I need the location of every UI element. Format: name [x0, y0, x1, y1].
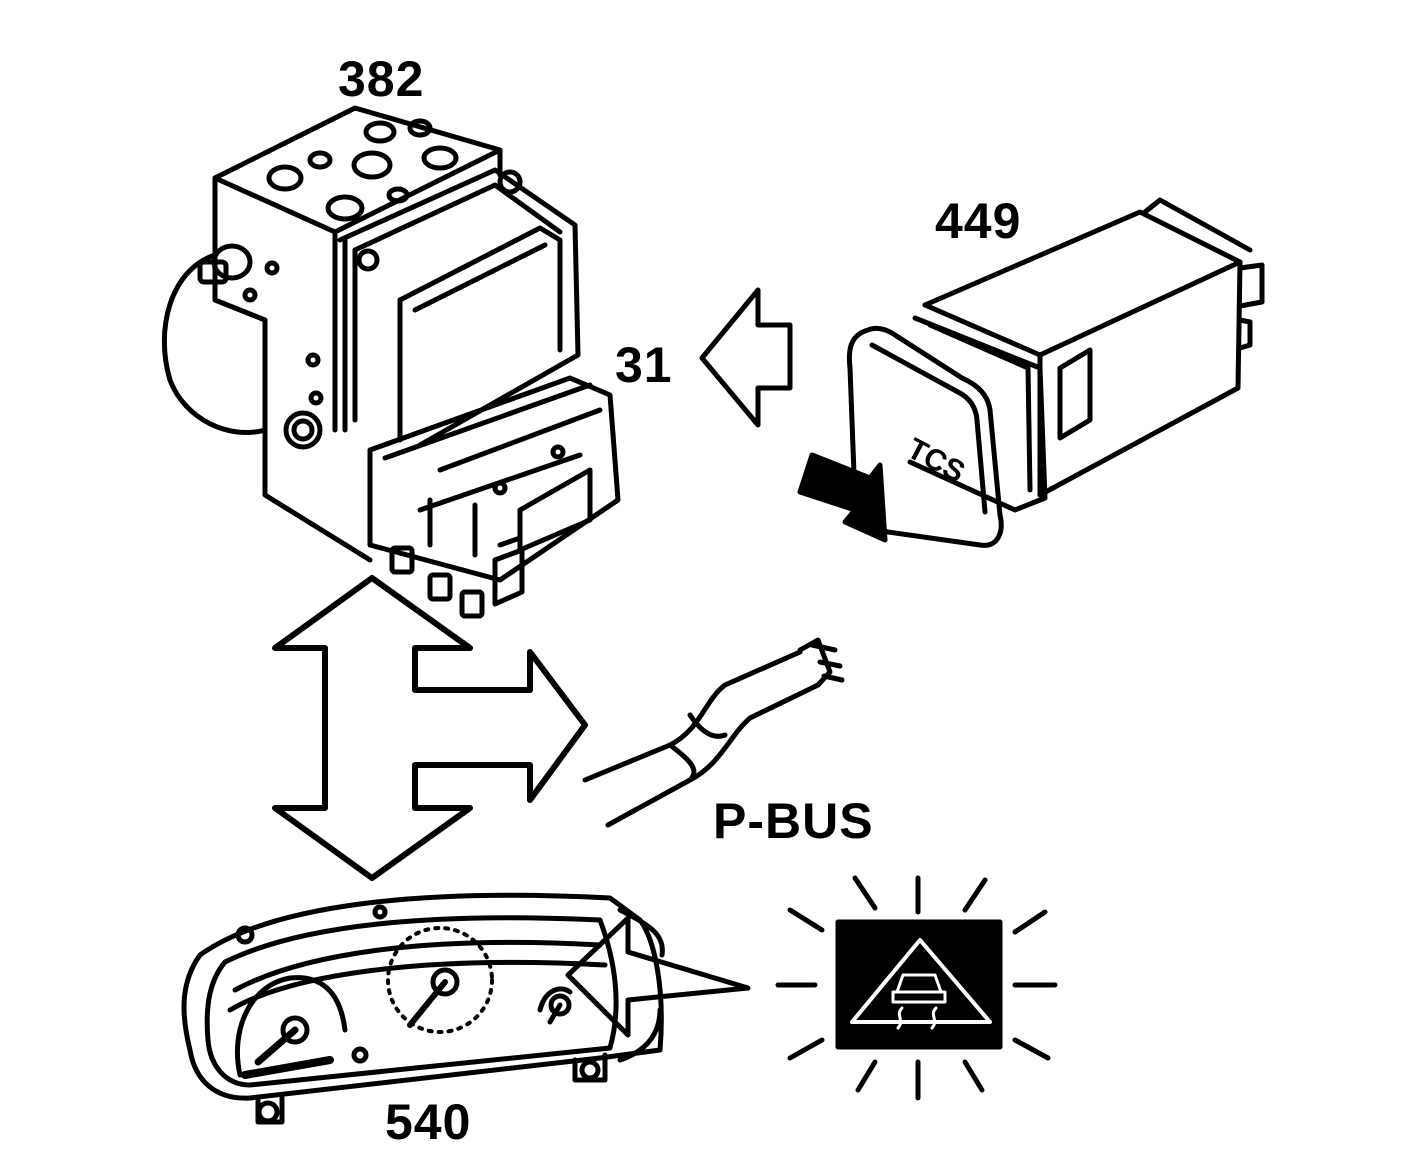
signal-arrow-switch-to-module — [699, 287, 793, 428]
tcs-warning-lamp — [775, 875, 1058, 1101]
switch-label: TCS — [902, 432, 970, 489]
label-540: 540 — [385, 1094, 472, 1150]
abs-hydraulic-unit — [161, 105, 621, 619]
tcs-switch: TCS — [846, 197, 1265, 548]
label-31: 31 — [615, 337, 673, 393]
instrument-cluster — [181, 892, 665, 1125]
label-382: 382 — [338, 51, 425, 107]
skidding-car-icon — [891, 973, 947, 1030]
signal-arrow-lamp-to-cluster — [565, 915, 751, 1038]
warning-triangle-icon — [850, 938, 992, 1024]
label-449: 449 — [935, 193, 1022, 249]
press-arrow-icon — [797, 452, 888, 543]
p-bus-cable — [582, 637, 845, 828]
warning-light-rays — [775, 875, 1058, 1101]
label-p-bus: P-BUS — [713, 793, 874, 849]
bus-double-arrow — [272, 575, 588, 881]
